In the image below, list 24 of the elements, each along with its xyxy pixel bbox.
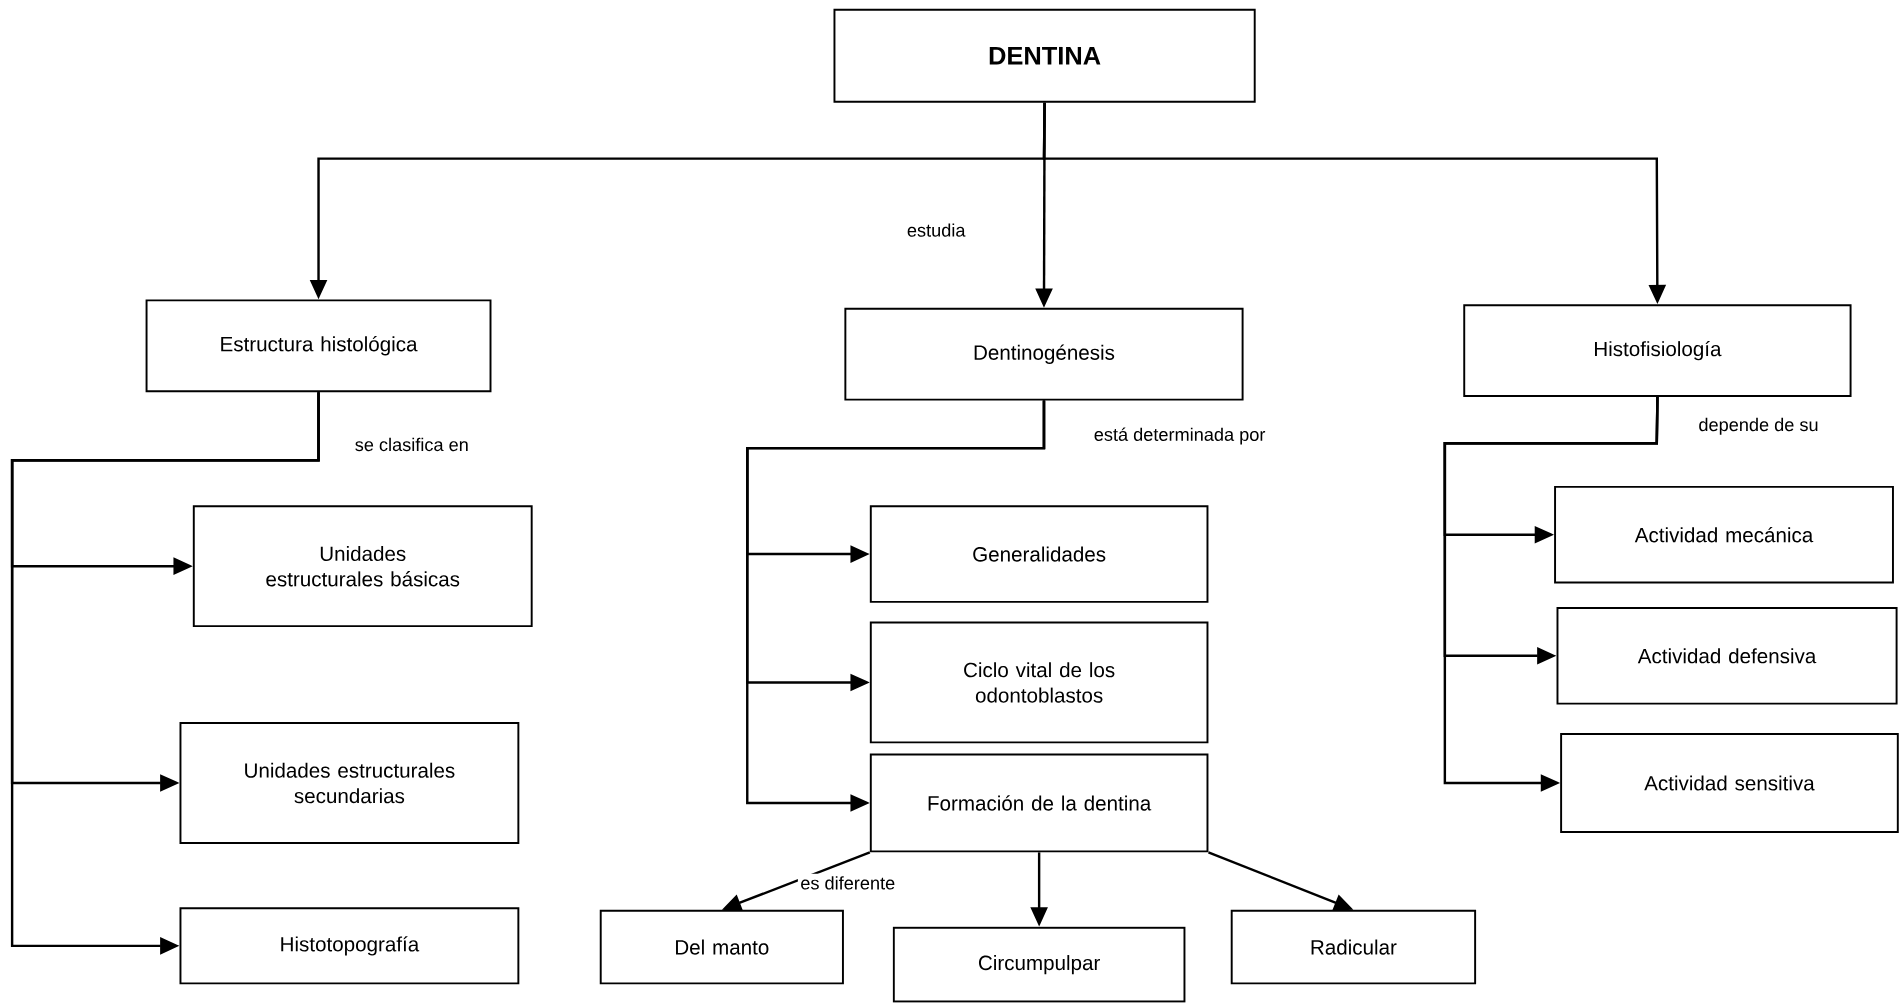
- arrow: [746, 400, 1046, 812]
- edge-label: está determinada por: [1091, 425, 1268, 448]
- arrow: [10, 392, 320, 955]
- concept-box: Dentinogénesis: [844, 307, 1244, 401]
- concept-box: Actividad defensiva: [1556, 607, 1898, 705]
- arrow: [1443, 397, 1659, 792]
- concept-box: Unidades estructurales básicas: [192, 505, 533, 628]
- edge-label: se clasifica en: [352, 435, 472, 454]
- edge-label: estudia: [904, 221, 968, 240]
- concept-box: Estructura histológica: [145, 299, 492, 393]
- concept-box: Generalidades: [869, 505, 1209, 603]
- concept-box: Histotopografía: [179, 907, 520, 985]
- concept-box: Circumpulpar: [892, 926, 1186, 1003]
- concept-box: Del manto: [599, 909, 844, 985]
- concept-box: Actividad mecánica: [1554, 486, 1894, 584]
- concept-box: DENTINA: [833, 8, 1256, 103]
- edge-label: depende de su: [1696, 415, 1822, 438]
- concept-box: Ciclo vital de los odontoblastos: [869, 621, 1209, 744]
- edge-label: es diferente: [797, 873, 898, 893]
- concept-box: Actividad sensitiva: [1560, 733, 1899, 834]
- concept-box: Unidades estructurales secundarias: [179, 722, 520, 844]
- concept-box: Radicular: [1230, 909, 1477, 985]
- concept-box: Formación de la dentina: [869, 753, 1209, 853]
- concept-box: Histofisiología: [1463, 304, 1852, 398]
